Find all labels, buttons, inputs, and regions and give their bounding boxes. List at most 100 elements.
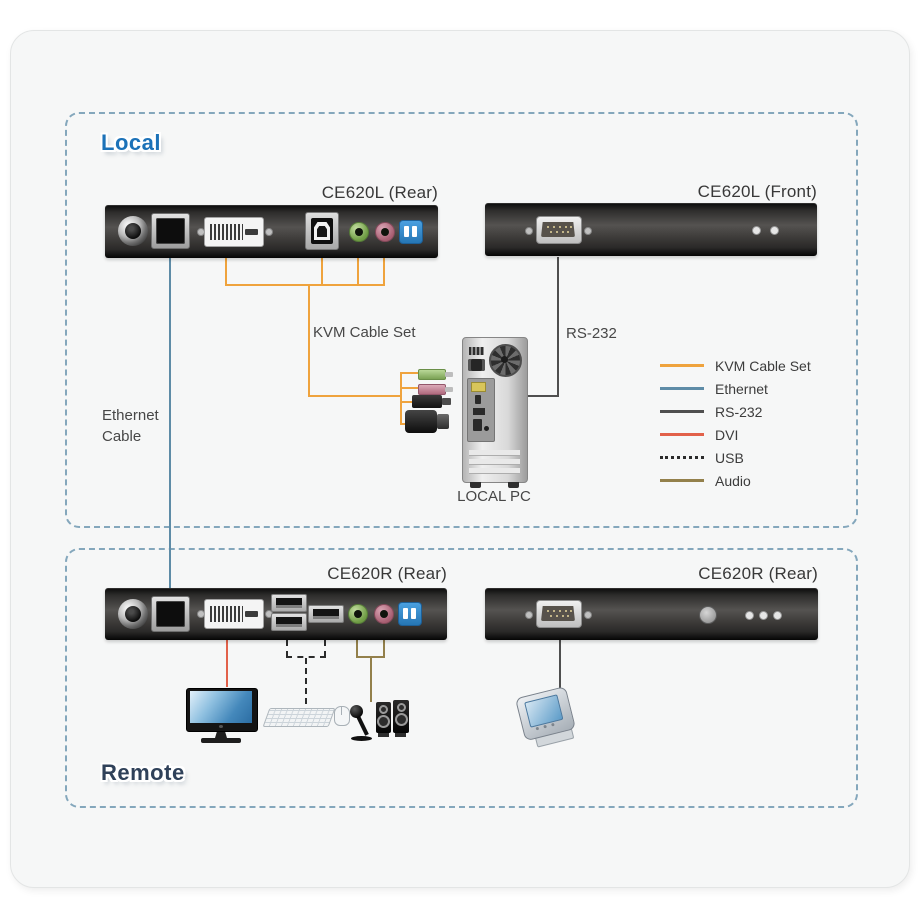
usb-cable-line: [305, 658, 307, 704]
keyboard-icon: [262, 708, 336, 727]
dvi-plug-icon: [405, 410, 449, 433]
usb-cable-line: [324, 640, 326, 657]
ethernet-cable-label: Ethernet Cable: [102, 407, 159, 445]
db9-serial-port-icon: [536, 216, 582, 244]
legend-item-audio: Audio: [660, 469, 811, 492]
legend-item-rs232: RS-232: [660, 400, 811, 423]
pc-io-panel-icon: [467, 378, 495, 442]
kvm-cable-line: [225, 284, 385, 286]
device-ce620l-rear: [105, 205, 438, 258]
pc-fan-icon: [489, 344, 522, 377]
led-icon: [759, 611, 768, 620]
audio-cable-line: [383, 640, 385, 658]
legend-line-rs232: [660, 410, 704, 413]
rj45-port-icon: [151, 213, 190, 249]
dip-switch-icon: [399, 220, 423, 244]
screw-icon: [584, 227, 592, 235]
pc-vent-icon: [469, 347, 484, 355]
kvm-cable-line: [225, 258, 227, 286]
rj45-port-icon: [151, 596, 190, 632]
legend-label: DVI: [715, 426, 739, 443]
device-ce620l-front: [485, 203, 817, 256]
legend-item-kvm: KVM Cable Set: [660, 354, 811, 377]
kvm-cable-set-label: KVM Cable Set: [313, 324, 416, 341]
mouse-icon: [334, 706, 350, 726]
kvm-cable-line: [400, 372, 402, 425]
kvm-cable-line: [400, 387, 420, 389]
dip-switch-icon: [398, 602, 422, 626]
screw-icon: [265, 228, 273, 236]
legend-item-usb: USB: [660, 446, 811, 469]
device-label-ce620r-serial: CE620R (Rear): [698, 564, 818, 583]
usb-cable-line: [286, 640, 288, 657]
remote-section-box: [65, 548, 858, 808]
audio-jack-green-icon: [348, 604, 368, 624]
kvm-cable-line: [308, 284, 310, 397]
legend-label: USB: [715, 449, 744, 466]
legend-label: Audio: [715, 472, 751, 489]
legend: KVM Cable Set Ethernet RS-232 DVI USB Au…: [660, 354, 811, 492]
legend-line-kvm: [660, 364, 704, 367]
rs232-cable-line: [557, 257, 559, 397]
audio-cable-line: [356, 640, 358, 658]
usb-b-port-icon: [305, 212, 339, 250]
usb-a-port-icon: [308, 605, 344, 623]
dvi-port-icon: [204, 599, 264, 629]
power-jack-icon: [118, 216, 148, 246]
audio-cable-line: [370, 658, 372, 702]
device-ce620r-rear-io: [105, 588, 447, 640]
diagram-card: [10, 30, 910, 888]
legend-line-audio: [660, 479, 704, 482]
legend-line-ethernet: [660, 387, 704, 390]
legend-label: RS-232: [715, 403, 763, 420]
legend-item-ethernet: Ethernet: [660, 377, 811, 400]
rs232-cable-line: [527, 395, 559, 397]
legend-label: KVM Cable Set: [715, 357, 811, 374]
usb-cable-line: [286, 656, 326, 658]
screw-icon: [525, 611, 533, 619]
led-icon: [773, 611, 782, 620]
pc-vent-icon: [469, 459, 520, 464]
device-label-ce620l-rear: CE620L (Rear): [321, 183, 438, 202]
local-section-box: [65, 112, 858, 528]
local-section-label: Local: [101, 130, 161, 155]
led-icon: [770, 226, 779, 235]
kvm-cable-line: [357, 258, 359, 286]
device-label-ce620r-io: CE620R (Rear): [327, 564, 447, 583]
pc-vent-icon: [469, 468, 520, 473]
dvi-cable-line: [226, 640, 228, 687]
kvm-cable-line: [308, 395, 402, 397]
audio-plug-green-icon: [418, 369, 453, 380]
legend-label: Ethernet: [715, 380, 768, 397]
push-button-icon: [699, 606, 717, 624]
audio-jack-green-icon: [349, 222, 369, 242]
audio-cable-line: [356, 656, 385, 658]
audio-plug-pink-icon: [418, 384, 453, 395]
power-jack-icon: [118, 599, 148, 629]
ethernet-cable-line: [169, 258, 171, 588]
legend-item-dvi: DVI: [660, 423, 811, 446]
kvm-cable-line: [400, 401, 415, 403]
device-label-ce620l-front: CE620L (Front): [697, 182, 817, 201]
pc-tower-icon: [462, 337, 528, 488]
screw-icon: [525, 227, 533, 235]
pc-vent-icon: [469, 450, 520, 455]
microphone-icon: [350, 700, 376, 743]
legend-line-usb: [660, 456, 704, 459]
device-ce620r-rear-serial: [485, 588, 818, 640]
pc-power-socket-icon: [468, 359, 485, 371]
db9-serial-port-icon: [536, 600, 582, 628]
rs232-label: RS-232: [566, 325, 617, 342]
kvm-cable-line: [321, 258, 323, 286]
dvi-port-icon: [204, 217, 264, 247]
pc-foot-icon: [508, 482, 519, 488]
pc-foot-icon: [470, 482, 481, 488]
remote-section-label: Remote: [101, 760, 185, 785]
usb-a-port-icon: [271, 594, 307, 612]
rs232-cable-line: [559, 640, 561, 690]
monitor-icon: [186, 688, 258, 743]
screw-icon: [584, 611, 592, 619]
audio-jack-pink-icon: [374, 604, 394, 624]
audio-jack-pink-icon: [375, 222, 395, 242]
